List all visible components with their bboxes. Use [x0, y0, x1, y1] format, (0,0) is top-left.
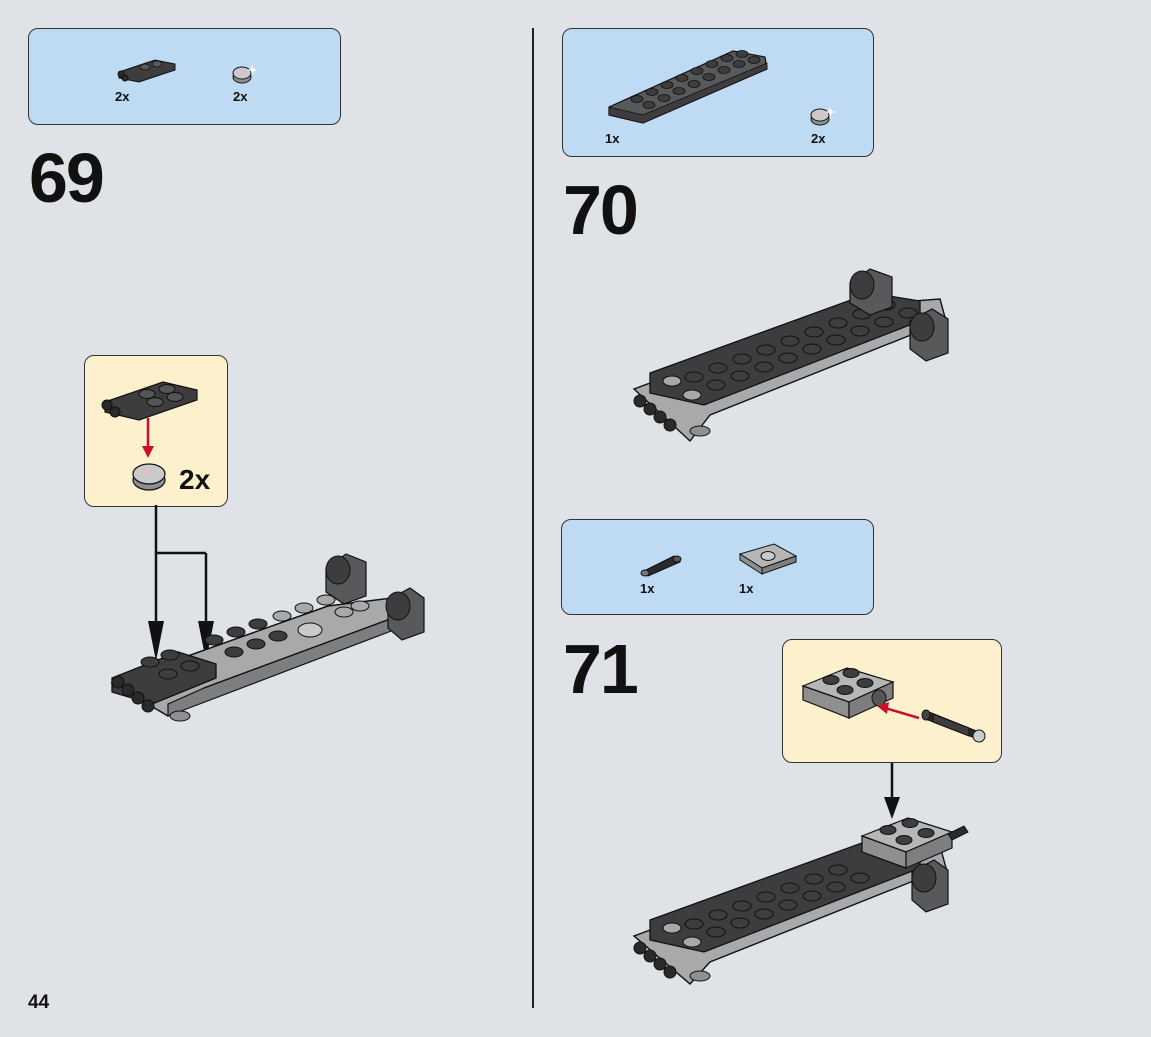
step-number: 70	[563, 171, 639, 249]
red-arrow-icon	[142, 418, 154, 458]
subassembly-qty: 2x	[179, 464, 211, 495]
step-71-subassembly-callout	[782, 639, 1002, 763]
step-70-parts-list: 1x 2x	[562, 28, 874, 157]
round-tile-light-grey-icon	[132, 463, 166, 491]
step-71-model-image	[632, 817, 969, 985]
part-qty: 1x	[640, 581, 655, 596]
part-qty: 1x	[605, 131, 620, 146]
dark-plate-with-clips-icon	[101, 381, 198, 421]
step-69-subassembly-callout: 2x	[84, 355, 228, 507]
dark-plate-with-clips-icon	[117, 59, 176, 83]
column-divider	[532, 28, 534, 1008]
callout-arrow	[884, 763, 900, 819]
red-arrow-icon	[877, 702, 920, 720]
round-tile-light-grey-icon	[232, 65, 258, 84]
part-qty: 2x	[811, 131, 826, 146]
step-69-parts-list: 2x 2x	[28, 28, 341, 125]
black-pin-connector-icon	[640, 555, 682, 577]
black-pin-connector-icon	[921, 709, 986, 743]
step-69-model-image	[110, 553, 425, 722]
step-71-parts-list: 1x 1x	[561, 519, 874, 615]
dark-grey-plate-2x8-icon	[608, 50, 768, 124]
grey-tile-with-hole-icon	[738, 543, 798, 575]
grey-brick-with-hole-icon	[801, 667, 895, 719]
round-tile-light-grey-icon	[810, 107, 836, 126]
part-qty: 2x	[115, 89, 130, 104]
step-number: 71	[563, 630, 639, 708]
page-number: 44	[28, 992, 50, 1013]
step-number: 69	[29, 139, 105, 217]
part-qty: 1x	[739, 581, 754, 596]
part-qty: 2x	[233, 89, 248, 104]
step-70-model-image	[632, 268, 949, 443]
